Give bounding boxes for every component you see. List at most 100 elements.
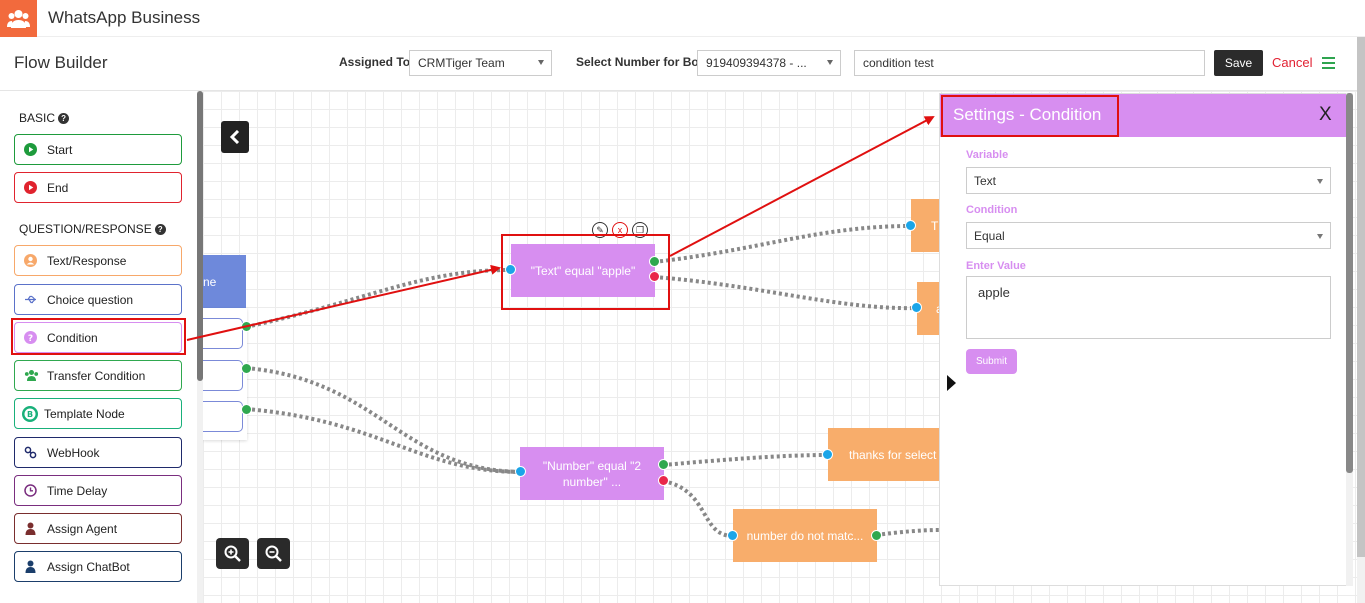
connection-line — [653, 224, 912, 264]
condition-node-label: "Number" equal "2 number" ... — [542, 458, 642, 489]
chevron-down-icon — [827, 60, 833, 65]
page-title: Flow Builder — [14, 53, 108, 72]
palette-item-template-node[interactable]: B Template Node — [14, 398, 182, 429]
palette-item-transfer-condition[interactable]: Transfer Condition — [14, 360, 182, 391]
connection-line — [245, 366, 522, 474]
true-output-port[interactable] — [658, 459, 669, 470]
chevron-left-icon — [229, 130, 240, 144]
palette-item-assign-agent[interactable]: Assign Agent — [14, 513, 182, 544]
input-port[interactable] — [727, 530, 738, 541]
assigned-to-select[interactable]: CRMTiger Team — [409, 50, 552, 76]
palette-item-time-delay[interactable]: Time Delay — [14, 475, 182, 506]
false-output-port[interactable] — [649, 271, 660, 282]
false-output-port[interactable] — [658, 475, 669, 486]
output-port[interactable] — [241, 404, 252, 415]
save-button[interactable]: Save — [1214, 50, 1263, 76]
svg-text:?: ? — [28, 334, 33, 344]
palette-item-label: Template Node — [44, 407, 125, 421]
question-response-heading: QUESTION/RESPONSE? — [19, 222, 166, 236]
hamburger-menu-icon[interactable] — [1322, 57, 1335, 72]
choice-option-row[interactable] — [203, 360, 243, 391]
flow-name-input[interactable]: condition test — [854, 50, 1205, 76]
palette-item-text-response[interactable]: Text/Response — [14, 245, 182, 276]
user-circle-icon — [24, 254, 37, 267]
users-icon — [24, 370, 39, 381]
enter-value-textarea[interactable]: apple — [966, 276, 1331, 339]
settings-header: Settings - Condition X — [940, 94, 1346, 137]
choice-option-row[interactable] — [203, 318, 243, 349]
page-scroll-thumb[interactable] — [1357, 37, 1365, 557]
choice-question-node[interactable]: ne — [203, 255, 246, 308]
palette-item-webhook[interactable]: WebHook — [14, 437, 182, 468]
help-icon[interactable]: ? — [154, 224, 166, 235]
settings-scroll-thumb[interactable] — [1346, 93, 1353, 473]
flow-name-value: condition test — [863, 56, 934, 70]
condition-node-text[interactable]: "Text" equal "apple" — [511, 244, 655, 297]
sidebar-scroll-thumb[interactable] — [197, 91, 203, 381]
zoom-out-icon — [265, 545, 282, 562]
message-node-thanks[interactable]: thanks for select — [828, 428, 939, 481]
palette-item-label: WebHook — [47, 446, 100, 460]
close-settings-button[interactable]: X — [1319, 104, 1332, 125]
palette-item-start[interactable]: Start — [14, 134, 182, 165]
stop-circle-icon — [24, 181, 37, 194]
clock-icon — [24, 484, 37, 497]
output-port[interactable] — [241, 363, 252, 374]
usb-icon — [25, 295, 36, 304]
palette-item-label: Text/Response — [47, 254, 127, 268]
zoom-out-button[interactable] — [257, 538, 290, 569]
message-node-label: number do not matc... — [746, 528, 864, 543]
user-icon — [25, 560, 36, 573]
annotation-arrow — [186, 264, 501, 341]
choice-option-row[interactable] — [203, 401, 243, 432]
help-icon[interactable]: ? — [58, 113, 70, 124]
condition-node-number[interactable]: "Number" equal "2 number" ... — [520, 447, 664, 500]
bot-number-value: 919409394378 - ... — [706, 56, 807, 70]
bot-number-select[interactable]: 919409394378 - ... — [697, 50, 841, 76]
zoom-in-button[interactable] — [216, 538, 249, 569]
variable-value: Text — [974, 174, 997, 188]
message-node-label: thanks for select — [849, 447, 937, 462]
input-port[interactable] — [911, 302, 922, 313]
cancel-link[interactable]: Cancel — [1272, 55, 1313, 70]
message-node-nomatch[interactable]: number do not matc... — [733, 509, 877, 562]
palette-item-label: Time Delay — [47, 484, 108, 498]
palette-item-condition[interactable]: ? Condition — [14, 322, 182, 353]
palette-item-choice-question[interactable]: Choice question — [14, 284, 182, 315]
connection-line — [662, 479, 734, 538]
condition-label: Condition — [966, 204, 1018, 216]
user-icon — [25, 522, 36, 535]
input-port[interactable] — [515, 466, 526, 477]
choice-node-title: ne — [203, 274, 217, 289]
caret-right-icon[interactable] — [947, 375, 956, 391]
condition-node-label: "Text" equal "apple" — [530, 263, 636, 278]
variable-select[interactable]: Text — [966, 167, 1331, 194]
palette-item-label: Assign ChatBot — [47, 560, 130, 574]
app-bar: WhatsApp Business — [0, 0, 1365, 37]
palette-item-label: Assign Agent — [47, 522, 118, 536]
collapse-sidebar-button[interactable] — [221, 121, 249, 153]
assigned-to-label: Assigned To — [339, 55, 411, 69]
question-circle-icon: ? — [24, 331, 37, 344]
connection-line — [245, 407, 522, 474]
toolbar: Flow Builder Assigned To CRMTiger Team S… — [0, 37, 1365, 91]
chevron-down-icon — [1317, 234, 1323, 239]
palette-item-assign-chatbot[interactable]: Assign ChatBot — [14, 551, 182, 582]
app-logo[interactable] — [0, 0, 37, 37]
link-icon — [24, 446, 37, 459]
users-icon — [7, 10, 30, 28]
output-port[interactable] — [871, 530, 882, 541]
condition-value: Equal — [974, 229, 1005, 243]
input-port[interactable] — [505, 264, 516, 275]
submit-button[interactable]: Submit — [966, 349, 1017, 374]
connection-line — [662, 453, 829, 467]
condition-select[interactable]: Equal — [966, 222, 1331, 249]
palette-item-end[interactable]: End — [14, 172, 182, 203]
input-port[interactable] — [822, 449, 833, 460]
annotation-arrow — [669, 116, 935, 257]
true-output-port[interactable] — [649, 256, 660, 267]
input-port[interactable] — [905, 220, 916, 231]
chevron-down-icon — [1317, 179, 1323, 184]
